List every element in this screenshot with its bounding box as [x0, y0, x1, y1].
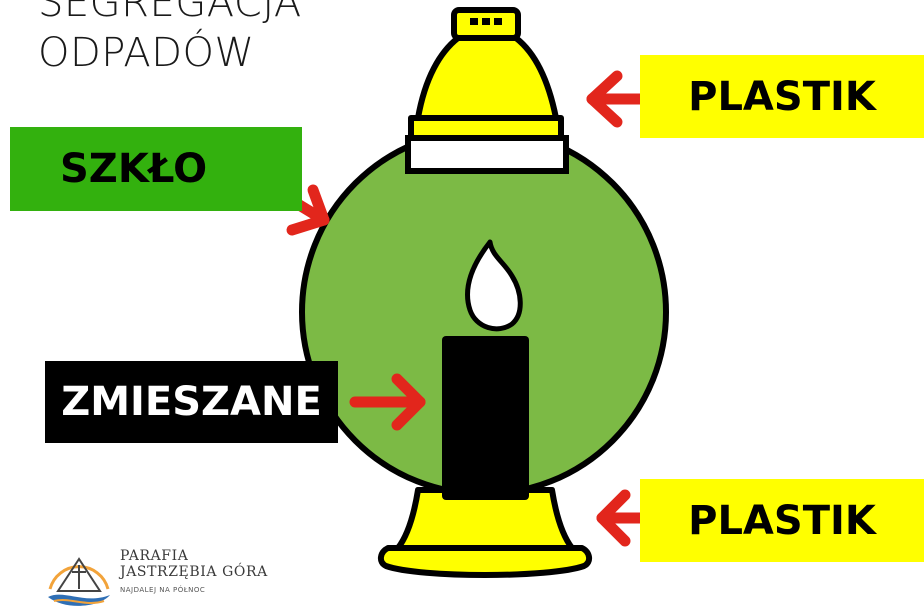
label-plastik-top: PLASTIK — [640, 55, 924, 138]
label-szklo: SZKŁO — [10, 127, 302, 211]
logo-line-2: JASTRZĘBIA GÓRA — [120, 564, 268, 580]
candle-base — [381, 490, 589, 575]
parish-emblem-icon — [44, 545, 114, 610]
logo-tagline: NAJDALEJ NA PÓŁNOC — [120, 586, 268, 594]
candle-lid — [411, 10, 561, 138]
lid-ring — [408, 138, 566, 171]
candle-insert — [442, 336, 529, 500]
parish-logo: PARAFIA JASTRZĘBIA GÓRA NAJDALEJ NA PÓŁN… — [44, 545, 344, 610]
logo-line-1: PARAFIA — [120, 548, 268, 564]
label-plastik-bottom: PLASTIK — [640, 479, 924, 562]
label-zmieszane: ZMIESZANE — [45, 361, 338, 443]
